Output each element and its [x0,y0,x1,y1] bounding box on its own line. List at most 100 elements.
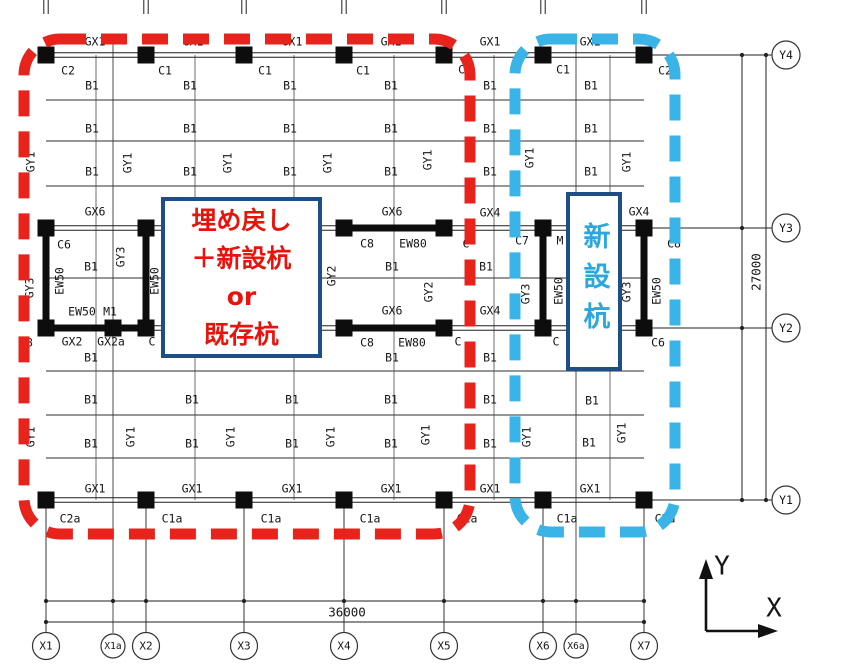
svg-text:X1: X1 [39,640,52,653]
backfill-note-line: 既存杭 [203,319,279,349]
svg-text:B1: B1 [582,436,596,450]
svg-text:B1: B1 [584,79,598,93]
svg-text:27000: 27000 [749,253,764,291]
svg-text:B1: B1 [85,79,99,93]
zone-overlays [18,33,681,540]
new-pile-note-box: 新設杭 [566,192,622,371]
svg-text:C1: C1 [356,64,370,78]
svg-text:C8: C8 [360,237,374,251]
svg-text:B1: B1 [283,165,297,179]
svg-text:EW50: EW50 [650,277,664,305]
svg-text:GX1: GX1 [85,35,106,49]
svg-text:C1a: C1a [557,512,578,526]
backfill-note-line: 埋め戻し [191,205,292,235]
svg-text:EW50: EW50 [148,267,162,295]
svg-text:C1: C1 [556,63,570,77]
svg-text:GX1: GX1 [182,482,203,496]
svg-text:B1: B1 [283,122,297,136]
svg-text:B1: B1 [84,351,98,365]
svg-text:B1: B1 [85,165,99,179]
svg-text:B1: B1 [483,351,497,365]
svg-text:GX1: GX1 [85,482,106,496]
svg-text:GY1: GY1 [224,427,238,448]
svg-text:X: X [766,594,782,624]
svg-text:C1a: C1a [360,512,381,526]
svg-text:B1: B1 [285,437,299,451]
svg-text:C: C [553,335,560,349]
svg-text:GY2: GY2 [422,282,436,303]
svg-text:X6: X6 [536,640,549,653]
svg-text:B1: B1 [483,79,497,93]
svg-text:Y1: Y1 [779,493,793,507]
svg-text:B1: B1 [185,437,199,451]
svg-text:GX1: GX1 [381,482,402,496]
svg-text:GY1: GY1 [121,153,135,174]
right-dimensions: 14127841427000 [739,52,769,503]
svg-text:M1: M1 [103,305,117,319]
svg-text:B1: B1 [283,79,297,93]
svg-text:GY1: GY1 [324,427,338,448]
svg-text:B1: B1 [483,393,497,407]
svg-text:GY1: GY1 [321,153,335,174]
svg-text:B1: B1 [183,79,197,93]
svg-text:B1: B1 [384,437,398,451]
svg-text:B1: B1 [84,393,98,407]
svg-text:B1: B1 [483,122,497,136]
xy-axis-icon: YX [699,552,782,638]
svg-text:C: C [149,335,156,349]
svg-text:GY3: GY3 [114,247,128,268]
svg-text:B1: B1 [84,437,98,451]
svg-text:B1: B1 [385,351,399,365]
svg-text:Y: Y [714,552,730,582]
svg-text:X6a: X6a [567,641,584,652]
svg-text:X5: X5 [437,640,450,653]
existing-pile-zone-outline [18,33,476,540]
svg-text:X3: X3 [237,640,250,653]
svg-text:C1: C1 [258,64,272,78]
backfill-note-line: or [226,281,257,311]
backfill-note-box: 埋め戻し ＋新設杭 or 既存杭 [161,197,322,358]
svg-text:B1: B1 [183,122,197,136]
svg-text:B1: B1 [85,122,99,136]
svg-text:GY2: GY2 [325,266,339,287]
svg-text:GY3: GY3 [23,278,37,299]
svg-text:GY3: GY3 [620,282,634,303]
svg-text:GX4: GX4 [629,205,650,219]
svg-text:X4: X4 [337,640,351,653]
svg-text:C2a: C2a [60,512,81,526]
svg-text:GY1: GY1 [615,423,629,444]
new-pile-zone-outline [509,33,681,538]
svg-text:X2: X2 [139,640,152,653]
new-pile-note-text: 新設杭 [578,221,610,342]
svg-text:B1: B1 [483,165,497,179]
svg-text:GY1: GY1 [620,152,634,173]
svg-text:B1: B1 [584,165,598,179]
bearing-walls [42,224,648,332]
svg-text:B1: B1 [384,122,398,136]
svg-text:B1: B1 [384,79,398,93]
svg-text:B1: B1 [183,165,197,179]
svg-text:GX6: GX6 [85,205,106,219]
svg-text:EW80: EW80 [399,237,427,251]
svg-text:GX4: GX4 [480,304,501,318]
svg-text:B1: B1 [385,260,399,274]
svg-text:GX1: GX1 [580,482,601,496]
svg-text:GX1: GX1 [480,482,501,496]
svg-text:Y3: Y3 [779,221,793,235]
svg-text:GY1: GY1 [523,148,537,169]
svg-text:GX1: GX1 [282,482,303,496]
svg-text:C8: C8 [360,336,374,350]
bottom-dimensions: 7913019529439449455960836000 [43,598,647,625]
svg-text:C6: C6 [651,336,665,350]
svg-text:B1: B1 [384,393,398,407]
svg-text:M: M [557,234,564,248]
svg-text:C2: C2 [61,64,75,78]
svg-text:C: C [455,335,462,349]
svg-text:36000: 36000 [328,605,366,620]
svg-text:C1a: C1a [162,512,183,526]
svg-text:GX1: GX1 [480,35,501,49]
svg-text:EW50: EW50 [53,267,67,295]
